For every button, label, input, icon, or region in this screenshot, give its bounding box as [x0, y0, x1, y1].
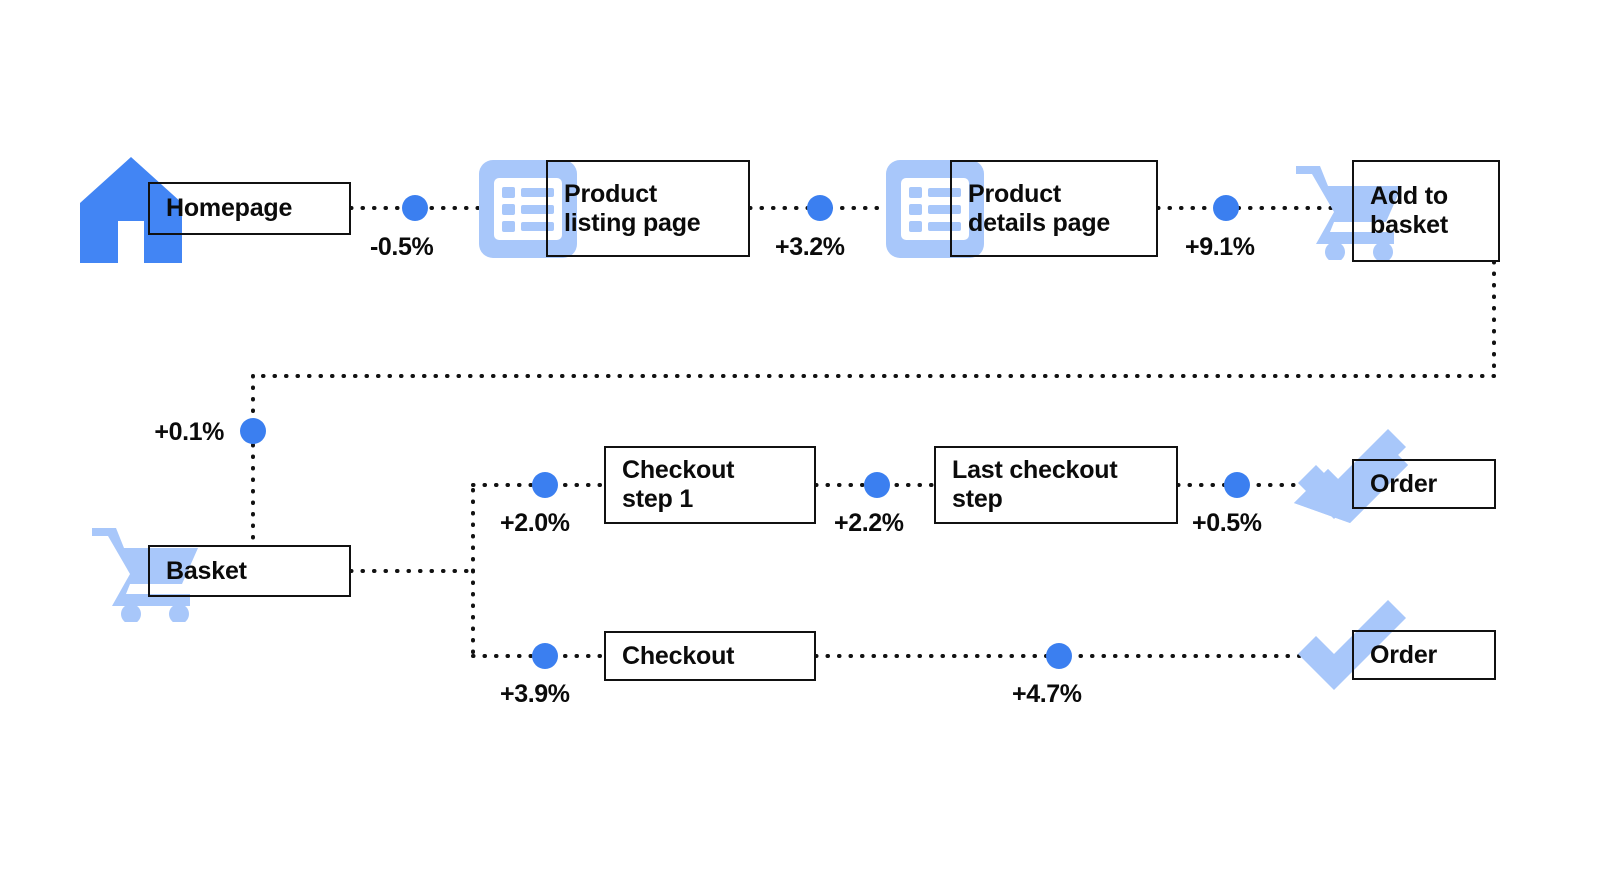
- transition-label-basket-to-checkout: +3.9%: [500, 680, 570, 708]
- node-homepage[interactable]: Homepage: [148, 182, 351, 235]
- transition-label-last-to-order: +0.5%: [1192, 509, 1262, 537]
- transition-label-basket-to-step1: +2.0%: [500, 509, 570, 537]
- transition-label-step1-to-last: +2.2%: [834, 509, 904, 537]
- node-basket[interactable]: Basket: [148, 545, 351, 597]
- transition-dot-checkout-to-order[interactable]: [1046, 643, 1072, 669]
- transition-dot-step1-to-last[interactable]: [864, 472, 890, 498]
- node-product-details-page[interactable]: Product details page: [950, 160, 1158, 257]
- transition-label-details-to-cart: +9.1%: [1185, 233, 1255, 261]
- node-checkout-step-1[interactable]: Checkout step 1: [604, 446, 816, 524]
- transition-dot-basket-to-step1[interactable]: [532, 472, 558, 498]
- transition-dot-listing-to-details[interactable]: [807, 195, 833, 221]
- transition-dot-details-to-cart[interactable]: [1213, 195, 1239, 221]
- transition-dot-last-to-order[interactable]: [1224, 472, 1250, 498]
- transition-dot-basket-to-checkout[interactable]: [532, 643, 558, 669]
- transition-dot-cart-to-basket[interactable]: [240, 418, 266, 444]
- node-add-to-basket[interactable]: Add to basket: [1352, 160, 1500, 262]
- node-order-top[interactable]: Order: [1352, 459, 1496, 509]
- node-last-checkout-step[interactable]: Last checkout step: [934, 446, 1178, 524]
- transition-dot-homepage-to-listing[interactable]: [402, 195, 428, 221]
- node-order-bottom[interactable]: Order: [1352, 630, 1496, 680]
- transition-label-homepage-to-listing: -0.5%: [370, 233, 434, 261]
- node-checkout[interactable]: Checkout: [604, 631, 816, 681]
- node-product-listing-page[interactable]: Product listing page: [546, 160, 750, 257]
- transition-label-checkout-to-order: +4.7%: [1012, 680, 1082, 708]
- transition-label-listing-to-details: +3.2%: [775, 233, 845, 261]
- transition-label-cart-to-basket: +0.1%: [154, 418, 224, 446]
